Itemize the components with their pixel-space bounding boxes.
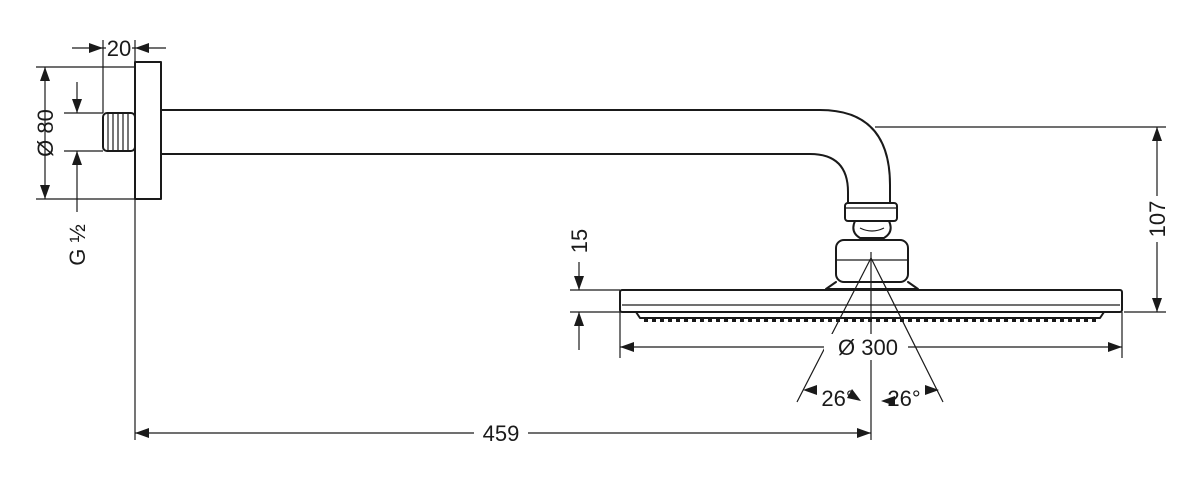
nozzle <box>812 318 816 322</box>
nozzle <box>724 318 728 322</box>
nozzle <box>668 318 672 322</box>
nozzle <box>804 318 808 322</box>
thread-connector <box>102 112 136 152</box>
nozzle <box>916 318 920 322</box>
nozzle <box>716 318 720 322</box>
nozzle <box>868 318 872 322</box>
dimension-label-diameter-300: Ø 300 <box>838 335 898 360</box>
nozzle <box>700 318 704 322</box>
dimension-label-angle-left: 26° <box>821 386 854 411</box>
dimension-flange-thickness <box>72 36 166 113</box>
dimension-label-thread: G ½ <box>65 224 90 266</box>
nozzle <box>692 318 696 322</box>
nozzle <box>652 318 656 322</box>
nozzle <box>948 318 952 322</box>
nozzle <box>860 318 864 322</box>
nozzle <box>740 318 744 322</box>
nozzle <box>772 318 776 322</box>
nozzle <box>884 318 888 322</box>
nozzle <box>676 318 680 322</box>
nozzle <box>764 318 768 322</box>
nozzle <box>1084 318 1088 322</box>
dimension-label-diameter-80: Ø 80 <box>33 109 58 157</box>
dimension-label-15: 15 <box>567 229 592 253</box>
dimension-flange-diameter <box>36 66 135 200</box>
nozzle <box>708 318 712 322</box>
dimension-thread <box>64 82 103 212</box>
nozzle <box>1092 318 1096 322</box>
nozzle <box>1036 318 1040 322</box>
nozzle <box>1076 318 1080 322</box>
dimension-arm-drop <box>875 126 1168 313</box>
nozzle <box>660 318 664 322</box>
nozzle <box>820 318 824 322</box>
nozzle <box>836 318 840 322</box>
dimension-label-107: 107 <box>1145 201 1170 238</box>
nozzle <box>1068 318 1072 322</box>
nozzle <box>780 318 784 322</box>
swivel-joint <box>825 202 919 290</box>
nozzle <box>924 318 928 322</box>
dimension-label-20: 20 <box>107 36 131 61</box>
nozzle <box>1028 318 1032 322</box>
nozzle <box>980 318 984 322</box>
nozzle <box>1020 318 1024 322</box>
dimension-spray-angles <box>803 385 939 406</box>
dimension-label-angle-right: 26° <box>887 386 920 411</box>
nozzle <box>932 318 936 322</box>
nozzle <box>940 318 944 322</box>
dimension-head-thickness <box>570 262 620 350</box>
nozzle <box>1012 318 1016 322</box>
nozzle <box>828 318 832 322</box>
nozzle <box>852 318 856 322</box>
nozzle <box>956 318 960 322</box>
dimension-head-diameter <box>619 312 1123 360</box>
nozzle <box>964 318 968 322</box>
nozzle <box>748 318 752 322</box>
nozzle <box>876 318 880 322</box>
nozzle <box>756 318 760 322</box>
nozzle <box>844 318 848 322</box>
shower-arm <box>160 109 891 204</box>
nozzle <box>796 318 800 322</box>
nozzle <box>988 318 992 322</box>
nozzle <box>892 318 896 322</box>
nozzle <box>1044 318 1048 322</box>
nozzle <box>644 318 648 322</box>
spray-nozzles <box>644 318 1096 322</box>
wall-flange <box>134 61 162 200</box>
nozzle <box>1052 318 1056 322</box>
nozzle <box>996 318 1000 322</box>
nozzle <box>972 318 976 322</box>
nozzle <box>732 318 736 322</box>
nozzle <box>788 318 792 322</box>
nozzle <box>1004 318 1008 322</box>
dimension-projection-length <box>134 199 871 446</box>
nozzle <box>1060 318 1064 322</box>
dimension-label-459: 459 <box>483 421 520 446</box>
nozzle <box>908 318 912 322</box>
nozzle <box>684 318 688 322</box>
